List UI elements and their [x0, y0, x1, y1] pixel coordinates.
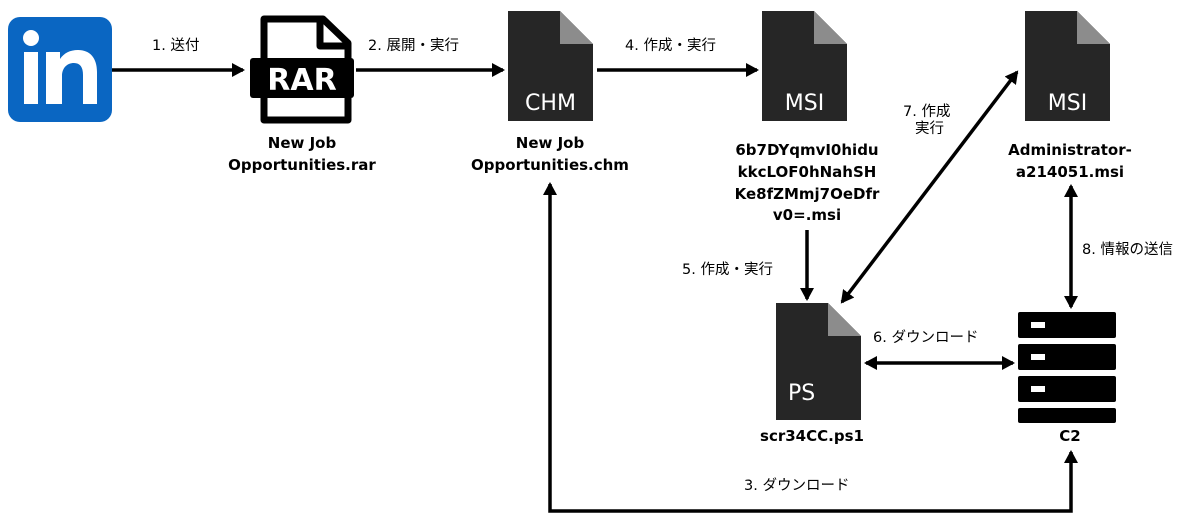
msi-type-label: MSI [784, 91, 825, 116]
c2-name-line-1: C2 [1059, 427, 1081, 445]
edge-label-4: 4. 作成・実行 [625, 38, 716, 54]
edge-label-8: 8. 情報の送信 [1082, 242, 1173, 258]
ps-file: PS [776, 303, 861, 420]
edge-label-5: 5. 作成・実行 [682, 262, 773, 278]
svg-text:RAR: RAR [267, 63, 336, 98]
msi-file-icon-2 [1025, 11, 1110, 121]
edge-label-7-line-2: 実行 [915, 120, 944, 137]
chm-file-icon [508, 11, 593, 121]
msi-file: MSI [762, 11, 847, 121]
chm-name-line-1: New Job [515, 134, 585, 152]
rar-name-line-1: New Job [267, 134, 337, 152]
ps-type-label: PS [788, 381, 816, 406]
msi2-name-line-1: Administrator- [1008, 141, 1132, 159]
c2-label: C2 [1030, 426, 1110, 448]
edge-label-7: 7. 作成 実行 [903, 104, 950, 137]
edge-label-7-line-1: 7. 作成 [903, 104, 951, 120]
msi2-name-line-2: a214051.msi [1015, 162, 1125, 181]
edge-label-3: 3. ダウンロード [744, 478, 850, 494]
linkedin-logo [8, 17, 112, 122]
rar-name-line-2: Opportunities.rar [228, 155, 376, 174]
rar-file-name: New Job Opportunities.rar [227, 133, 377, 177]
rar-file-icon: RAR [250, 15, 354, 124]
chm-type-label: CHM [525, 91, 576, 116]
chm-name-line-2: Opportunities.chm [471, 155, 629, 174]
ps-name-line-1: scr34CC.ps1 [760, 427, 864, 445]
edge-label-1: 1. 送付 [152, 38, 200, 54]
msi2-type-label: MSI [1047, 91, 1088, 116]
msi-file-2: MSI [1025, 11, 1110, 121]
msi-name-line-2: kkcLOF0hNahSH [737, 162, 877, 181]
msi2-file-name: Administrator- a214051.msi [995, 140, 1145, 184]
msi-name-line-4: v0=.msi [772, 206, 842, 225]
arrow-3 [543, 182, 1078, 513]
msi-name-line-3: Ke8fZMmj7OeDfr [734, 184, 880, 203]
chm-file-name: New Job Opportunities.chm [470, 133, 630, 177]
msi-file-name: 6b7DYqmvI0hidu kkcLOF0hNahSH Ke8fZMmj7Oe… [722, 140, 892, 227]
edge-label-2: 2. 展開・実行 [368, 38, 459, 54]
chm-file: CHM [508, 11, 593, 121]
edge-label-6: 6. ダウンロード [873, 330, 979, 346]
server-icon [1018, 312, 1116, 423]
msi-file-icon [762, 11, 847, 121]
msi-name-line-1: 6b7DYqmvI0hidu [735, 141, 879, 159]
ps-file-name: scr34CC.ps1 [752, 426, 872, 448]
